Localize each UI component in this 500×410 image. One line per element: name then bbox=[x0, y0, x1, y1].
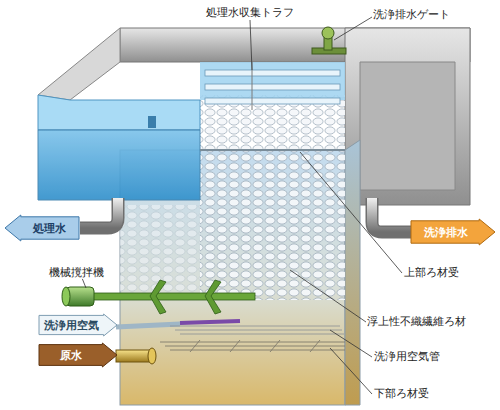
filter-media bbox=[200, 95, 345, 300]
concrete-block bbox=[345, 28, 470, 205]
arrow-body bbox=[39, 343, 117, 367]
air-pipe-grid bbox=[170, 326, 344, 334]
arrow-label: 洗浄排水 bbox=[410, 218, 496, 246]
flow-arrow: 処理水 bbox=[4, 214, 80, 242]
callout-label: 処理水収集トラフ bbox=[205, 6, 295, 19]
upper-media-support bbox=[200, 149, 345, 151]
column-side bbox=[345, 140, 360, 405]
drain-gate bbox=[322, 27, 334, 39]
callout-label: 浮上性不織繊維ろ材 bbox=[366, 315, 467, 328]
concrete-top bbox=[38, 28, 120, 100]
mixer-shaft bbox=[90, 293, 255, 300]
callout-label: 洗浄排水ゲート bbox=[372, 8, 451, 21]
arrow-body bbox=[411, 219, 495, 245]
raw-water-pipe bbox=[116, 350, 152, 362]
raw-water-pipe bbox=[148, 348, 156, 364]
arrow-label: 洗浄用空気 bbox=[38, 313, 118, 337]
collection-trough bbox=[205, 98, 340, 104]
arrow-label: 原水 bbox=[38, 342, 118, 368]
mixer-blade bbox=[205, 280, 221, 314]
drain-pipe bbox=[372, 198, 412, 232]
weir bbox=[148, 116, 156, 128]
flow-arrow: 原水 bbox=[38, 342, 118, 368]
mixer-motor bbox=[62, 287, 70, 306]
flow-arrow: 洗浄排水 bbox=[410, 218, 496, 246]
callout-label: 上部ろ材受 bbox=[403, 266, 460, 279]
callout-label: 機械撹拌機 bbox=[48, 266, 105, 279]
drain-pipe bbox=[372, 198, 412, 232]
callout-label: 下部ろ材受 bbox=[373, 387, 430, 400]
callout-label: 洗浄用空気管 bbox=[373, 350, 441, 363]
air-pipe bbox=[180, 321, 240, 323]
arrow-body bbox=[39, 314, 117, 336]
flow-arrow: 洗浄用空気 bbox=[38, 313, 118, 337]
collection-trough bbox=[205, 84, 340, 90]
arrow-body bbox=[5, 215, 79, 241]
water-surface bbox=[38, 95, 200, 130]
treated-water-pipe bbox=[80, 198, 118, 228]
leader-line bbox=[82, 17, 402, 394]
air-inlet bbox=[116, 324, 180, 327]
arrow-label: 処理水 bbox=[4, 214, 80, 242]
drain-channel bbox=[360, 62, 455, 190]
mixer-blade bbox=[150, 280, 166, 314]
treated-water-pipe bbox=[80, 198, 118, 228]
water-surface bbox=[200, 62, 345, 100]
treated-water-basin bbox=[38, 130, 200, 200]
lower-media-support bbox=[160, 340, 345, 352]
collection-trough bbox=[205, 70, 340, 76]
